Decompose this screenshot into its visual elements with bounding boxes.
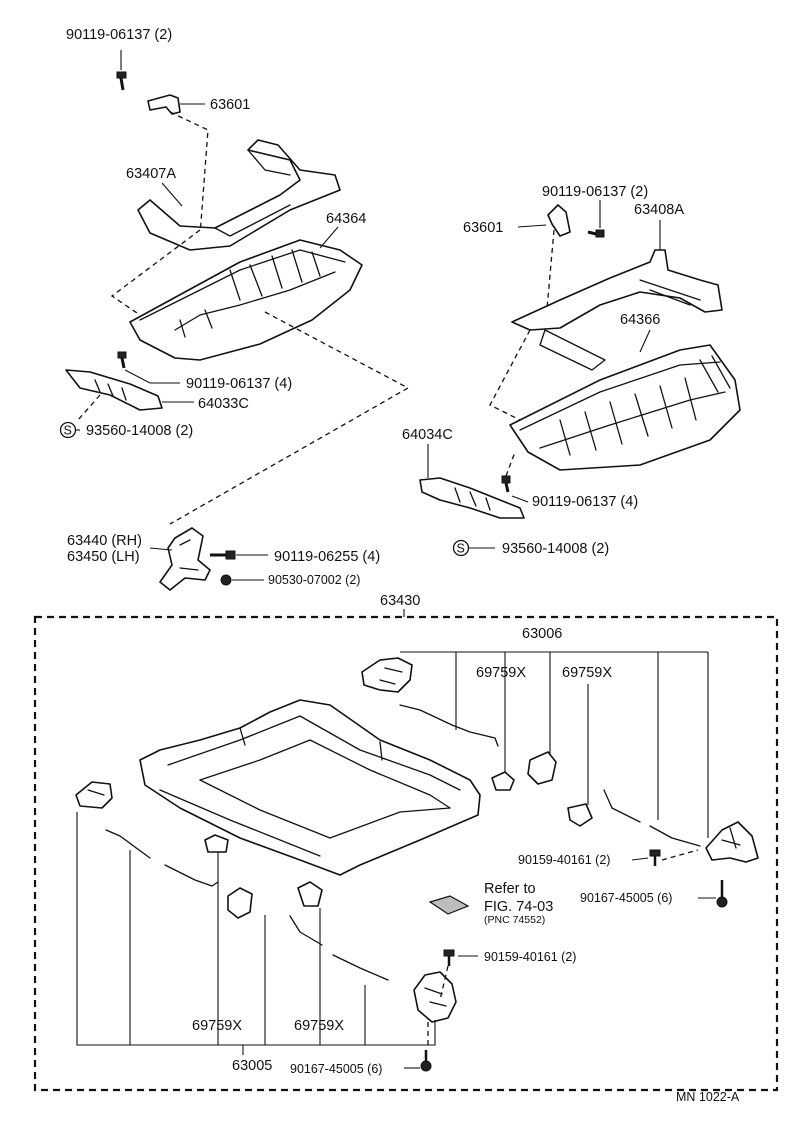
- upper-right-assembly: 90119-06137 (2) 63601 63408A 64366 64034…: [402, 184, 741, 557]
- label-nut-07002: 90530-07002 (2): [268, 573, 360, 587]
- lower-assembly-63430: 63430 63006 69759X 69759X: [33, 593, 779, 1092]
- clip-69759x-lower-left: [204, 834, 229, 853]
- label-bolt-right-4: 90119-06137 (4): [532, 494, 638, 510]
- cover-64033c: [65, 369, 163, 411]
- label-bolt-top: 90119-06137 (2): [66, 27, 172, 43]
- label-screw-left: 93560-14008 (2): [86, 423, 193, 439]
- label-69759x-3: 69759X: [192, 1018, 242, 1034]
- label-64364: 64364: [326, 211, 366, 227]
- bolt-icon: [117, 351, 127, 369]
- label-63450: 63450 (LH): [67, 549, 140, 565]
- clip-69759x-right: [567, 803, 593, 827]
- latch-63006-upper: [361, 657, 413, 693]
- label-69759x-4: 69759X: [294, 1018, 344, 1034]
- label-63601-left: 63601: [210, 97, 250, 113]
- label-refer-to: Refer to: [484, 881, 536, 897]
- latch-bracket-right: [705, 821, 759, 863]
- reference-pad: [428, 895, 470, 915]
- label-64034c: 64034C: [402, 427, 453, 443]
- label-63601-right: 63601: [463, 220, 503, 236]
- screw-s-icon: S: [59, 421, 77, 439]
- diagram-code: MN 1022-A: [676, 1090, 740, 1104]
- seat-pan-64366: [509, 344, 741, 471]
- clip-69759x-upper: [491, 771, 515, 791]
- lock-piece-lower: [227, 887, 253, 919]
- label-bolt-left-4: 90119-06137 (4): [186, 376, 292, 392]
- label-63006: 63006: [522, 626, 562, 642]
- label-screw-right: 93560-14008 (2): [502, 541, 609, 557]
- seat-pan-64364: [129, 239, 363, 361]
- label-63408a: 63408A: [634, 202, 684, 218]
- screw-icon: [443, 949, 455, 966]
- label-63440: 63440 (RH): [67, 533, 142, 549]
- svg-text:S: S: [64, 424, 72, 438]
- label-fig-ref: FIG. 74-03: [484, 899, 553, 915]
- label-screw-45005-b: 90167-45005 (6): [290, 1062, 382, 1076]
- frame-main: [139, 699, 481, 876]
- screw-s-icon: S: [452, 539, 470, 557]
- hinge-63440-63450: [159, 527, 211, 591]
- label-64033c: 64033C: [198, 396, 249, 412]
- bolt-icon: [210, 550, 236, 560]
- bolt-icon: [587, 229, 605, 238]
- screw-icon: [716, 880, 728, 908]
- clip-69759x-lower-mid: [297, 881, 323, 907]
- clip-63601-left: [147, 94, 181, 115]
- screw-icon: [420, 1050, 432, 1072]
- label-64366: 64366: [620, 312, 660, 328]
- upper-left-assembly: 90119-06137 (2) 63601 63407A 64364 90119…: [59, 27, 410, 591]
- label-69759x-2: 69759X: [562, 665, 612, 681]
- seat-track-63407a: [137, 139, 341, 251]
- assembly-boundary: [33, 615, 779, 1092]
- bolt-icon: [116, 71, 127, 91]
- bolt-icon: [501, 475, 511, 493]
- label-screw-45005-a: 90167-45005 (6): [580, 891, 672, 905]
- svg-text:S: S: [457, 542, 465, 556]
- label-pnc-ref: (PNC 74552): [484, 914, 545, 926]
- screw-icon: [649, 849, 661, 866]
- latch-left: [75, 781, 113, 809]
- label-screw-40161-b: 90159-40161 (2): [484, 950, 576, 964]
- latch-lower-center: [413, 971, 457, 1023]
- nut-icon: [220, 574, 232, 586]
- label-63430: 63430: [380, 593, 420, 609]
- seat-track-63408a: [511, 249, 723, 331]
- label-bolt-right-2: 90119-06137 (2): [542, 184, 648, 200]
- lock-piece: [527, 751, 557, 785]
- label-screw-40161-a: 90159-40161 (2): [518, 853, 610, 867]
- label-bolt-06255: 90119-06255 (4): [274, 549, 380, 565]
- label-63005: 63005: [232, 1058, 272, 1074]
- clip-63601-right: [547, 204, 571, 237]
- label-63407a: 63407A: [126, 166, 176, 182]
- label-69759x-1: 69759X: [476, 665, 526, 681]
